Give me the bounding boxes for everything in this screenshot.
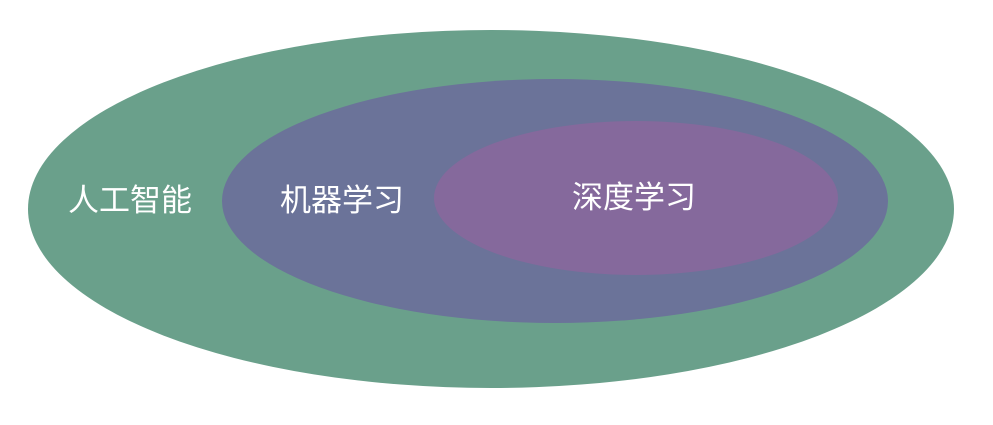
ai-label: 人工智能 (68, 183, 192, 219)
deep-learning-ellipse (434, 121, 838, 275)
deep-learning-label: 深度学习 (572, 180, 696, 216)
machine-learning-label: 机器学习 (280, 183, 404, 219)
